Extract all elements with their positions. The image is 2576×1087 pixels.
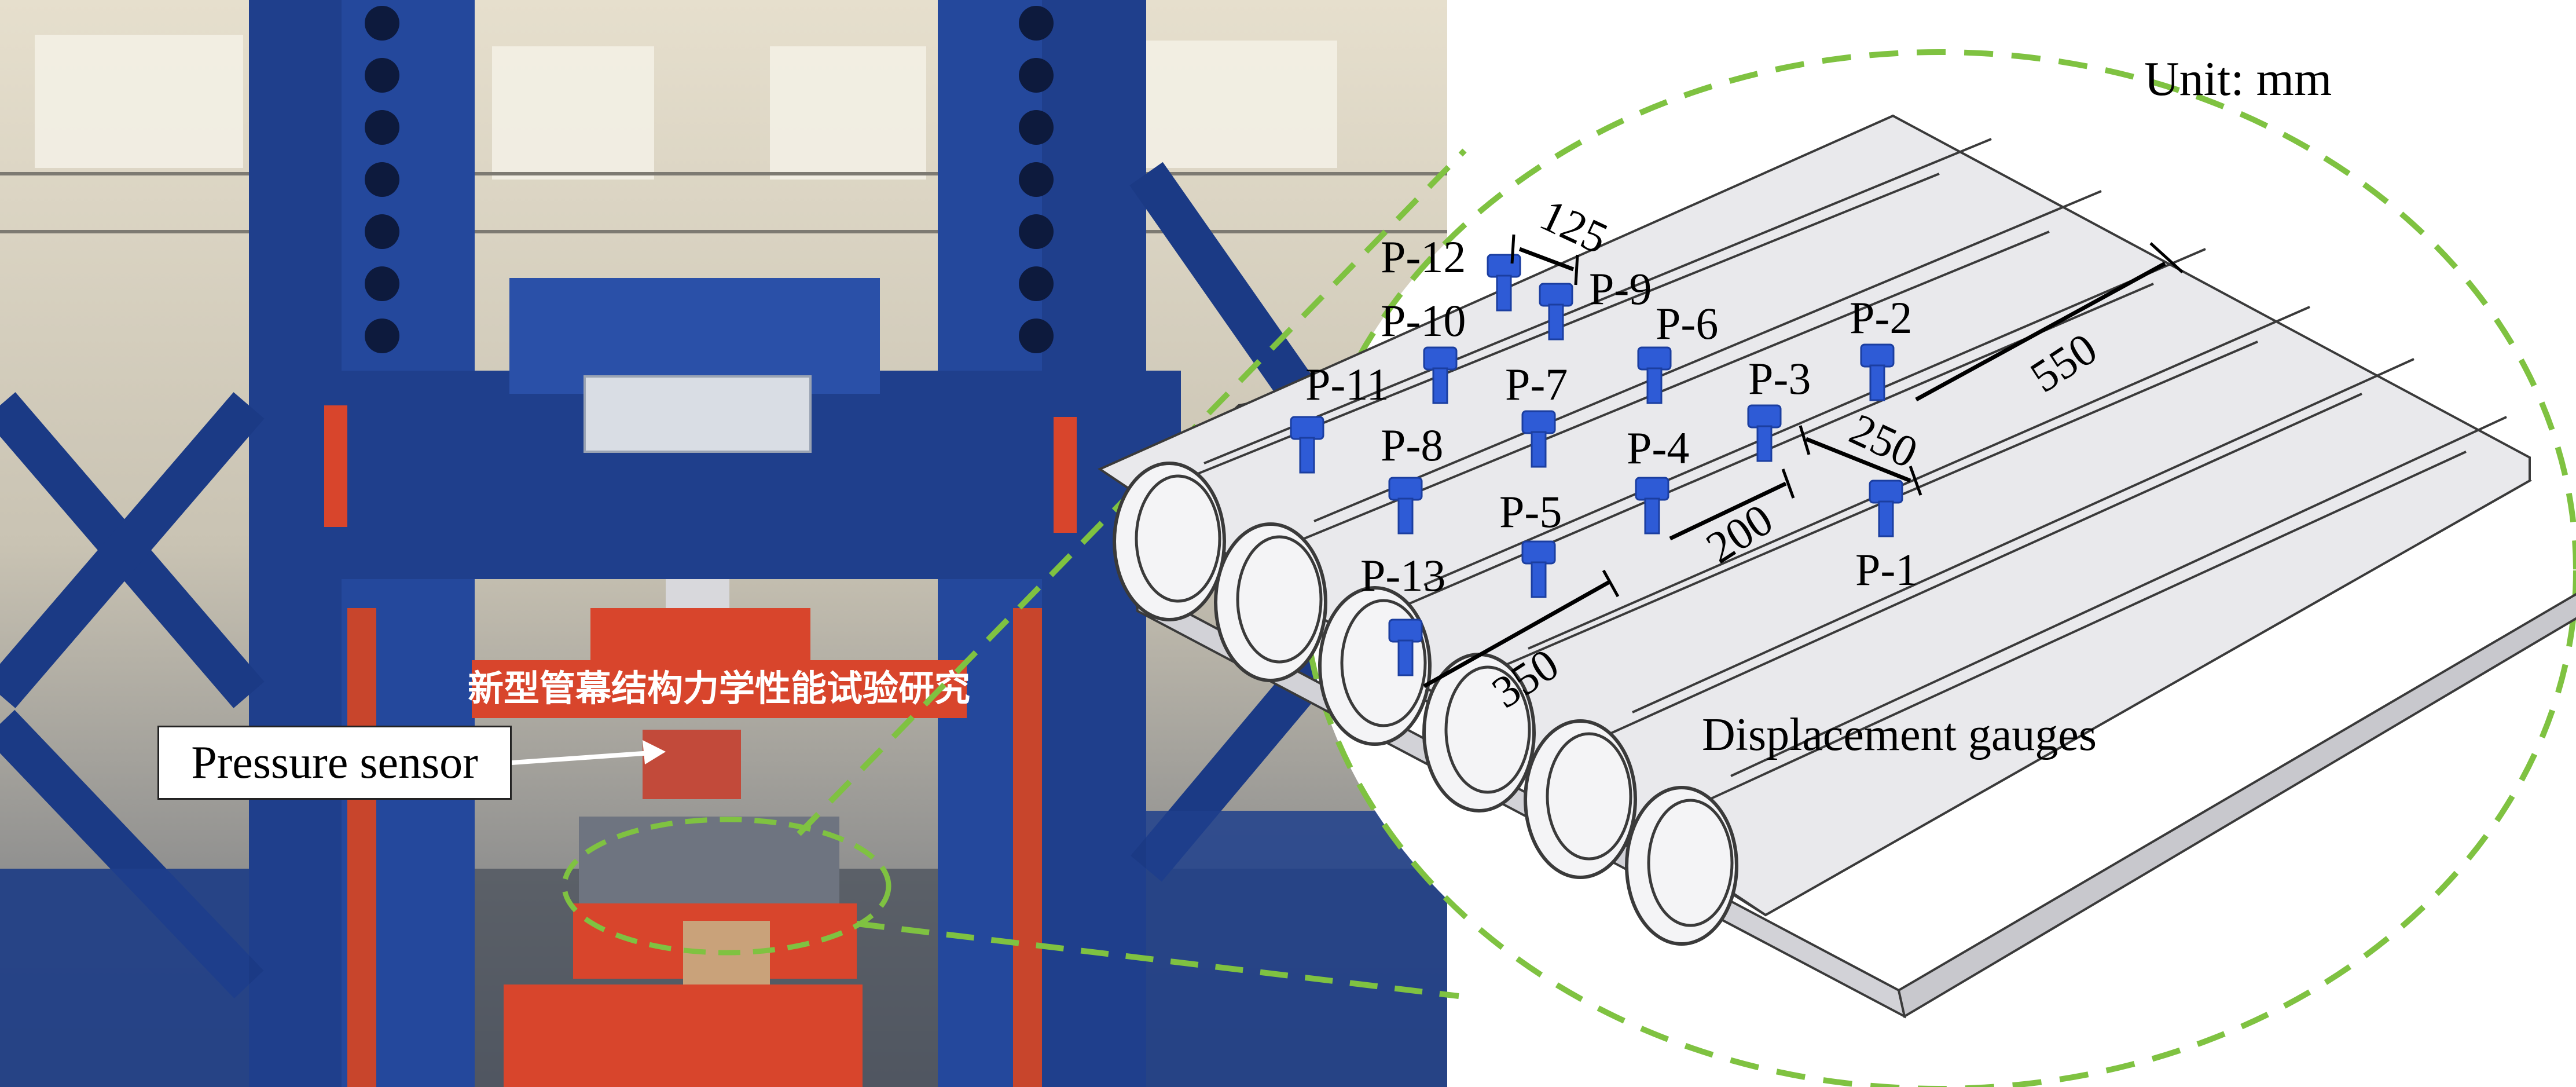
ceiling-windows [35,35,1337,180]
gauge-p8 [1388,477,1423,535]
gauge-label-p11: P-11 [1305,359,1389,409]
gauge-p6 [1637,346,1672,404]
gauge-label-p4: P-4 [1627,423,1689,473]
gauge-p1 [1869,480,1903,537]
gauge-p5 [1521,540,1556,598]
test-banner: 新型管幕结构力学性能试验研究 [468,660,970,718]
pressure-sensor-arrow [511,740,666,765]
gauge-p11 [1290,416,1324,474]
loading-frame [0,0,1447,1087]
gauge-label-p3: P-3 [1748,353,1811,404]
gauge-p9 [1539,283,1573,341]
pressure-sensor-label: Pressure sensor [157,726,512,800]
gauge-label-p5: P-5 [1499,486,1562,537]
dimension-lines [1423,234,2184,689]
gauge-label-p12: P-12 [1381,232,1466,282]
pipe-ends [1113,462,1738,946]
gauge-p7 [1521,410,1556,468]
gauge-label-p2: P-2 [1850,292,1912,343]
gauge-p3 [1747,404,1782,462]
banner-text: 新型管幕结构力学性能试验研究 [468,667,970,709]
gauges-caption: Displacement gauges [1702,709,2097,760]
gauge-p2 [1860,343,1895,401]
gauge-label-p9: P-9 [1589,263,1652,314]
gauge-label-p10: P-10 [1381,295,1466,346]
gauge-label-p6: P-6 [1656,298,1718,349]
unit-label: Unit: mm [2144,52,2332,106]
gauge-p10 [1423,346,1458,404]
gauge-label-p1: P-1 [1855,544,1918,595]
displacement-gauges [1290,254,1903,676]
gauge-label-p7: P-7 [1505,359,1568,409]
gauge-label-p8: P-8 [1381,420,1443,470]
gauge-labels: P-1 P-2 P-3 P-4 P-5 P-6 P-7 P-8 P-9 P-10… [1305,232,1918,601]
gauge-label-p13: P-13 [1360,550,1445,601]
gauge-p4 [1635,477,1669,535]
specimen-highlight-ellipse [562,817,891,956]
gauge-p13 [1388,618,1423,676]
